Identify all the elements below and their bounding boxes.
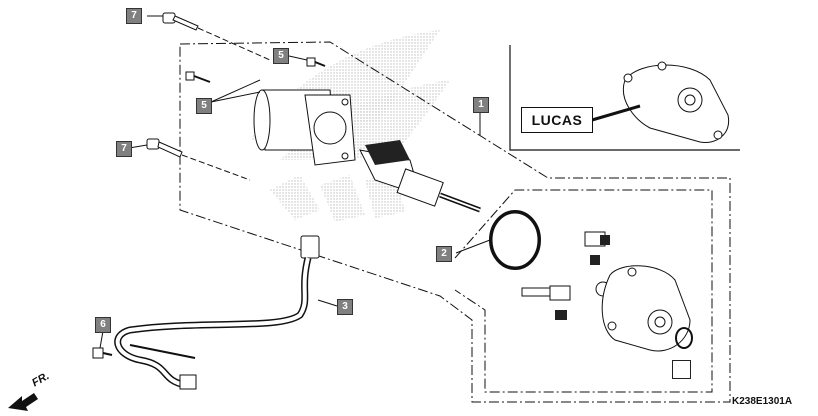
callout-2: 2 [436, 246, 452, 262]
screw-left [185, 71, 211, 83]
screw-top [306, 57, 326, 67]
callout-3: 3 [337, 299, 353, 315]
reference-code: K238E1301A [732, 396, 793, 407]
nut [92, 347, 113, 359]
callout-7-bottom: 7 [116, 141, 132, 157]
end-cover [601, 265, 693, 352]
front-direction-arrow [8, 393, 38, 411]
callout-1: 1 [473, 97, 489, 113]
callout-5-top: 5 [273, 48, 289, 64]
armature [359, 140, 481, 213]
callout-7-top: 7 [126, 8, 142, 24]
brush-parts [521, 231, 611, 320]
motor-housing [253, 89, 356, 166]
o-ring [489, 210, 541, 270]
callout-5-left: 5 [196, 98, 212, 114]
inset-end-cover [623, 61, 730, 144]
lucas-leader [591, 104, 641, 122]
inset-frame [509, 45, 740, 151]
starter-cable [114, 235, 320, 390]
callout-6: 6 [95, 317, 111, 333]
kit-outline [454, 189, 713, 393]
bolt-bottom [146, 138, 251, 181]
callout-blank [672, 360, 691, 379]
brand-label: LUCAS [521, 107, 593, 133]
bolt-top [162, 12, 271, 61]
assembly-outline [179, 41, 731, 403]
